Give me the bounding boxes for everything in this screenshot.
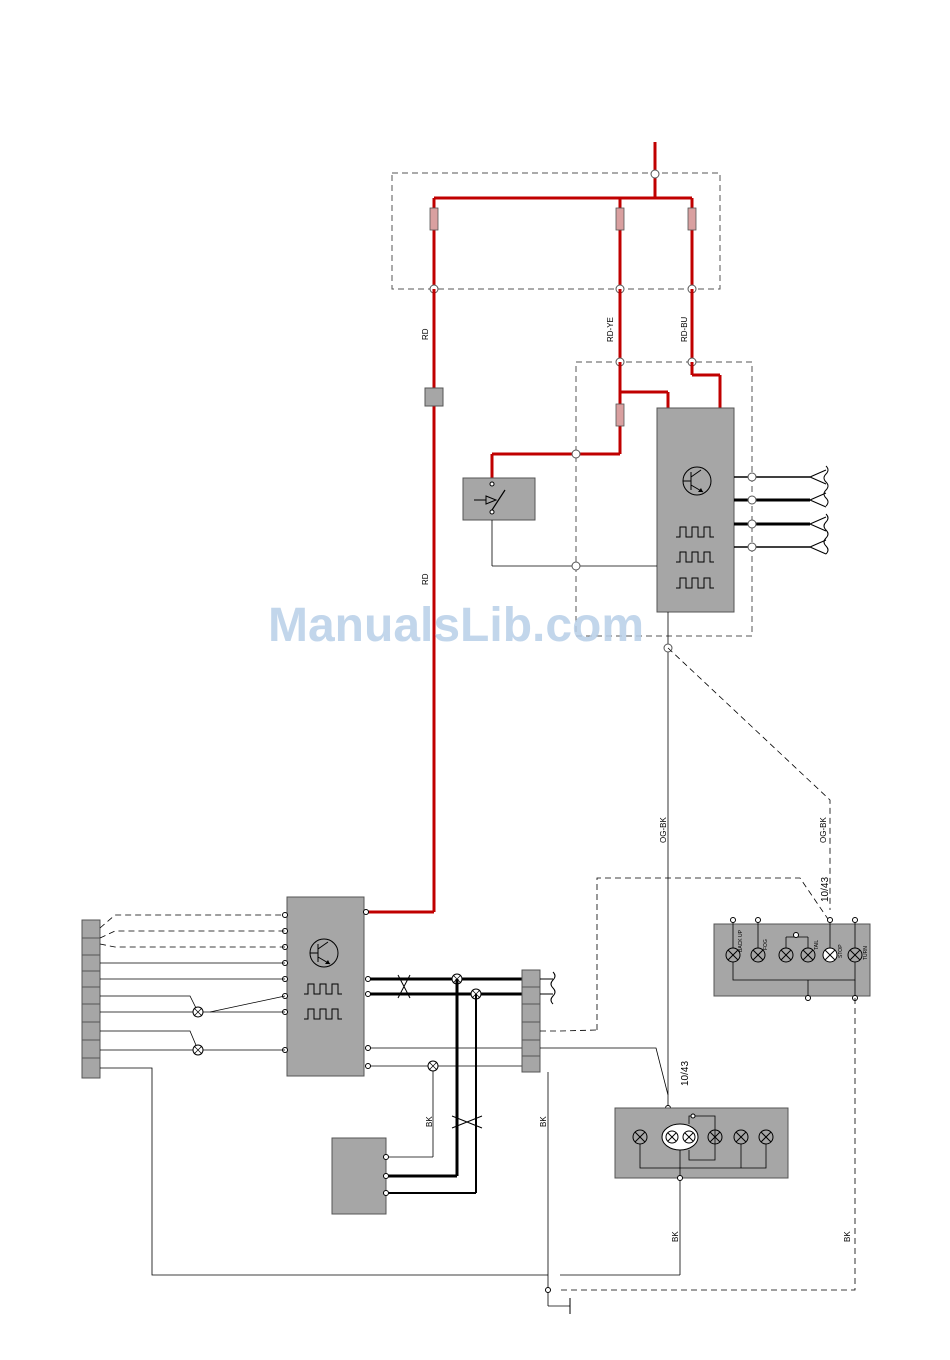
fuse-2 <box>616 208 624 230</box>
upper-module-enclosure <box>463 358 828 636</box>
module-feed-wires: RD-YE RD-BU <box>606 289 692 362</box>
wire-label-og-bk-right: OG-BK <box>819 817 828 843</box>
connector-right <box>522 970 540 1072</box>
wire-label-rd-upper: RD <box>421 328 430 340</box>
og-bk-wires: OG-BK OG-BK <box>659 612 830 1095</box>
wire-label-bk-b: BK <box>539 1116 548 1127</box>
lamp-label-fog: FOG <box>763 939 769 950</box>
wire-label-rd-ye: RD-YE <box>606 317 615 342</box>
fuse-4 <box>616 404 624 426</box>
lamp-label-back-up: BACK UP <box>738 929 744 952</box>
connector-left <box>82 920 100 1078</box>
wire-label-rd-lower: RD <box>421 573 430 585</box>
wire-label-bk-c: BK <box>671 1231 680 1242</box>
component-box <box>332 1138 386 1214</box>
wire-label-og-bk-left: OG-BK <box>659 817 668 843</box>
fuse-3 <box>688 208 696 230</box>
fuse-1 <box>430 208 438 230</box>
watermark: ManualsLib.com <box>268 598 644 653</box>
lamp-label-tail: TAIL <box>814 940 820 950</box>
lamp-panel-center: 10/43 <box>560 1061 788 1275</box>
lamp-label-turn: TURN <box>863 946 869 960</box>
wire-label-rd-bu: RD-BU <box>680 316 689 342</box>
control-module-upper <box>657 408 734 612</box>
lamp-label-stop: STOP <box>838 944 844 958</box>
wire-label-bk-a: BK <box>425 1116 434 1127</box>
lamp-stop <box>823 948 837 962</box>
lamp-panel-right: 10/43 <box>560 877 870 1290</box>
dual-lamp <box>662 1124 698 1150</box>
ground-symbol <box>546 1288 571 1315</box>
wire-label-bk-d: BK <box>843 1231 852 1242</box>
ref-label-10-43-upper: 10/43 <box>820 877 831 902</box>
fuse-box <box>392 142 720 293</box>
lower-module-area: BK BK <box>82 897 668 1290</box>
inline-connector <box>425 388 443 406</box>
ref-label-10-43-lower: 10/43 <box>680 1061 691 1086</box>
